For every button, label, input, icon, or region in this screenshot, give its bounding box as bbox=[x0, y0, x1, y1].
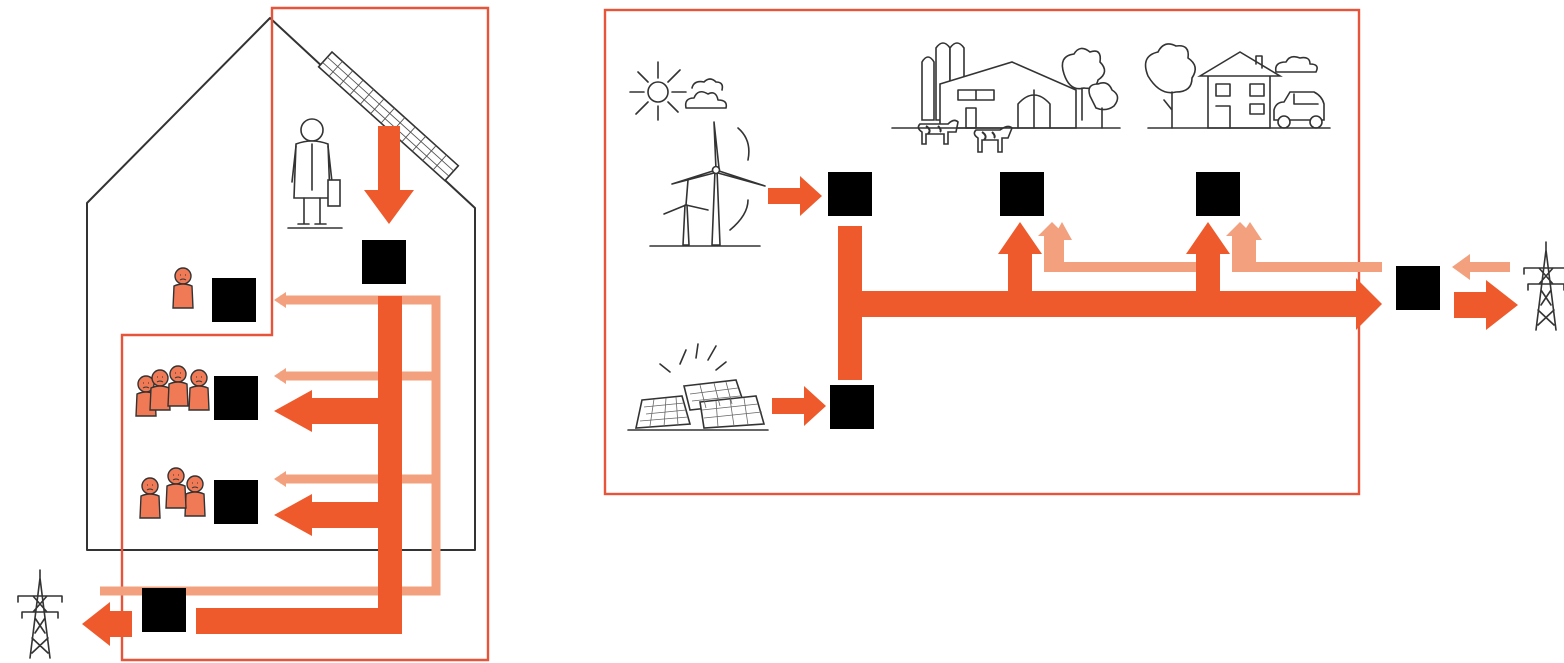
consumer-meter bbox=[214, 480, 258, 524]
power-pylon-icon bbox=[17, 569, 63, 659]
local-supply-flow bbox=[196, 296, 402, 634]
generation-meter bbox=[362, 240, 406, 284]
cloud-icon bbox=[1274, 55, 1318, 73]
wind-meter bbox=[828, 172, 872, 216]
person-icon bbox=[172, 267, 194, 309]
grid-supply-flow bbox=[100, 295, 441, 596]
house-meter bbox=[1196, 172, 1240, 216]
tree-icon bbox=[1144, 43, 1196, 129]
house-icon bbox=[1197, 51, 1283, 129]
cow-icon bbox=[973, 125, 1013, 153]
landlord-icon bbox=[287, 118, 343, 229]
house-outline bbox=[86, 17, 476, 551]
solar-generation-arrow bbox=[772, 386, 826, 426]
generation-flow-arrow bbox=[364, 126, 414, 224]
left-building-scheme bbox=[17, 6, 490, 662]
cow-icon bbox=[917, 119, 959, 145]
system-boundary-right bbox=[603, 8, 1361, 496]
system-boundary-left bbox=[120, 6, 490, 662]
wind-generation-arrow bbox=[768, 176, 822, 216]
solar-meter bbox=[830, 385, 874, 429]
farm-icon bbox=[891, 42, 1121, 153]
consumer-meter bbox=[214, 376, 258, 420]
group-icon bbox=[139, 467, 206, 519]
export-flow-arrow bbox=[82, 602, 132, 646]
bidirectional-meter bbox=[142, 588, 186, 632]
right-community-scheme bbox=[603, 8, 1564, 496]
wind-turbine-icon bbox=[649, 121, 766, 247]
tree-icon bbox=[1061, 47, 1119, 129]
farm-meter bbox=[1000, 172, 1044, 216]
local-supply-flow bbox=[838, 222, 1382, 380]
bidirectional-grid-meter bbox=[1396, 266, 1440, 310]
consumer-meter bbox=[212, 278, 256, 322]
solar-panel-icon bbox=[317, 50, 460, 182]
sun-icon bbox=[629, 61, 687, 121]
solar-array-icon bbox=[627, 343, 769, 431]
car-icon bbox=[1273, 91, 1325, 129]
group-icon bbox=[135, 365, 210, 417]
cloud-icon bbox=[684, 78, 728, 109]
power-pylon-icon bbox=[1523, 241, 1564, 331]
export-flow-arrow bbox=[1454, 280, 1518, 330]
